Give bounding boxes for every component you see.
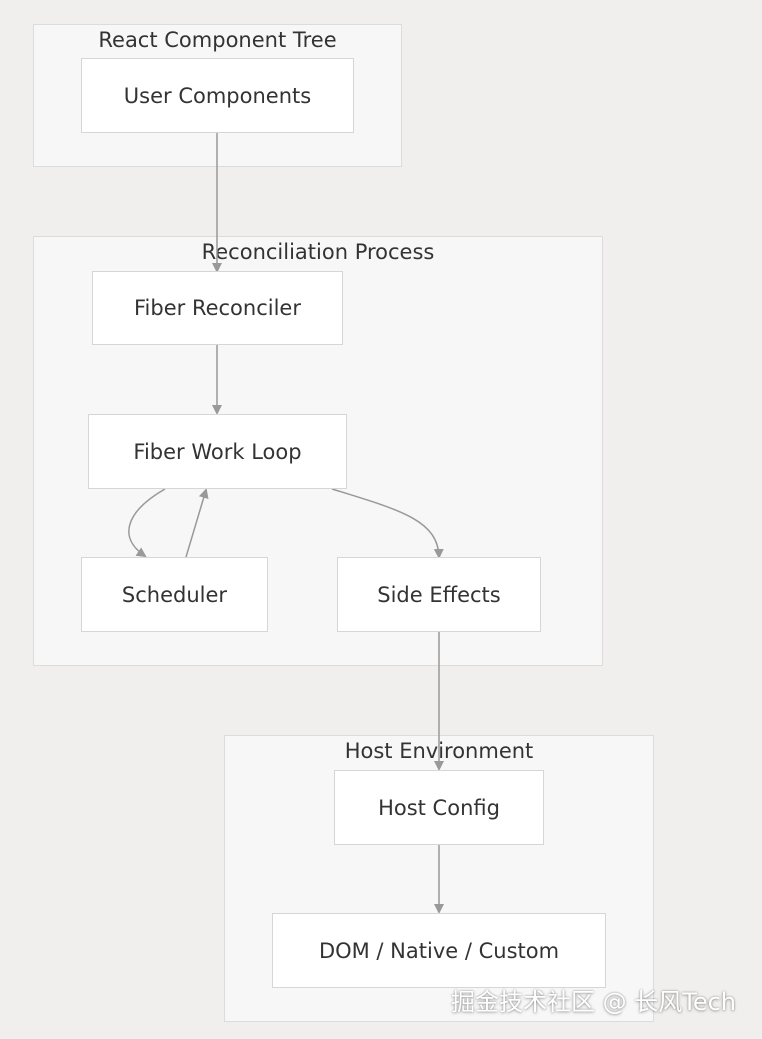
node-user-components: User Components xyxy=(81,58,354,133)
node-scheduler: Scheduler xyxy=(81,557,268,632)
group-title-react-component-tree: React Component Tree xyxy=(98,28,337,52)
node-fiber-reconciler: Fiber Reconciler xyxy=(92,271,343,345)
watermark: 掘金技术社区 @ 长风Tech xyxy=(450,988,736,1016)
group-title-reconciliation-process: Reconciliation Process xyxy=(201,240,435,264)
node-dom-native-custom: DOM / Native / Custom xyxy=(272,913,606,988)
node-host-config: Host Config xyxy=(334,770,544,845)
node-side-effects: Side Effects xyxy=(337,557,541,632)
group-title-host-environment: Host Environment xyxy=(344,739,534,763)
node-fiber-work-loop: Fiber Work Loop xyxy=(88,414,347,489)
